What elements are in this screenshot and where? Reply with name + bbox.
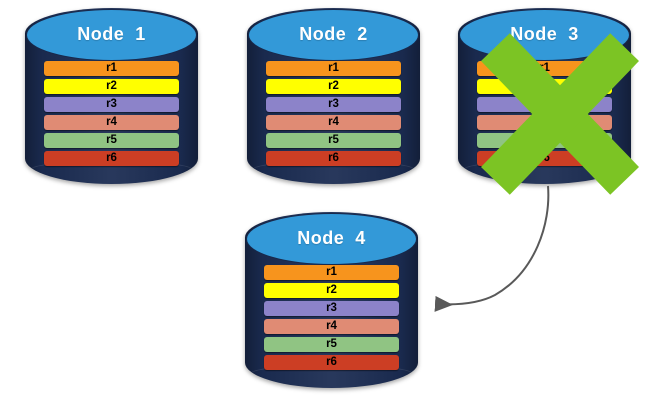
node-2-row-r3[interactable]: r3 — [266, 97, 401, 112]
node-4[interactable]: Node 4 r1 r2 r3 r4 r5 r6 — [245, 212, 418, 388]
node-4-row-r3[interactable]: r3 — [264, 301, 399, 316]
node-4-row-r6[interactable]: r6 — [264, 355, 399, 370]
node-4-cylinder-top — [246, 213, 417, 265]
node-1[interactable]: Node 1 r1 r2 r3 r4 r5 r6 — [25, 8, 198, 184]
node-1-row-r4[interactable]: r4 — [44, 115, 179, 130]
node-1-row-list: r1 r2 r3 r4 r5 r6 — [44, 61, 179, 169]
node-4-title: Node 4 — [297, 227, 366, 248]
arrow-path — [434, 185, 550, 312]
node-1-row-r6[interactable]: r6 — [44, 151, 179, 166]
node-3-row-r6[interactable]: r6 — [477, 151, 612, 166]
node-4-row-r2[interactable]: r2 — [264, 283, 399, 298]
node-3-title: Node 3 — [510, 23, 579, 44]
node-2-row-list: r1 r2 r3 r4 r5 r6 — [266, 61, 401, 169]
node-4-row-r4[interactable]: r4 — [264, 319, 399, 334]
node-2-row-r2[interactable]: r2 — [266, 79, 401, 94]
node-3-row-r5[interactable]: r5 — [477, 133, 612, 148]
node-2-row-r4[interactable]: r4 — [266, 115, 401, 130]
node-3-row-r2[interactable]: r2 — [477, 79, 612, 94]
node-2-cylinder-top — [248, 9, 419, 61]
node-4-row-r1[interactable]: r1 — [264, 265, 399, 280]
node-3-row-r1[interactable]: r1 — [477, 61, 612, 76]
node-3-row-r4[interactable]: r4 — [477, 115, 612, 130]
node-1-cylinder-top — [26, 9, 197, 61]
node-1-row-r1[interactable]: r1 — [44, 61, 179, 76]
node-3[interactable]: Node 3 r1 r2 r3 r4 r5 r6 — [458, 8, 639, 195]
node-4-row-r5[interactable]: r5 — [264, 337, 399, 352]
node-1-title: Node 1 — [77, 23, 146, 44]
node-2-row-r5[interactable]: r5 — [266, 133, 401, 148]
node-3-row-r3[interactable]: r3 — [477, 97, 612, 112]
node-4-row-list: r1 r2 r3 r4 r5 r6 — [264, 265, 399, 373]
node-3-row-list: r1 r2 r3 r4 r5 r6 — [477, 61, 612, 169]
node-1-row-r5[interactable]: r5 — [44, 133, 179, 148]
node-2-row-r1[interactable]: r1 — [266, 61, 401, 76]
node-2[interactable]: Node 2 r1 r2 r3 r4 r5 r6 — [247, 8, 420, 184]
node-2-row-r6[interactable]: r6 — [266, 151, 401, 166]
node-2-title: Node 2 — [299, 23, 368, 44]
node-1-row-r3[interactable]: r3 — [44, 97, 179, 112]
node-1-row-r2[interactable]: r2 — [44, 79, 179, 94]
